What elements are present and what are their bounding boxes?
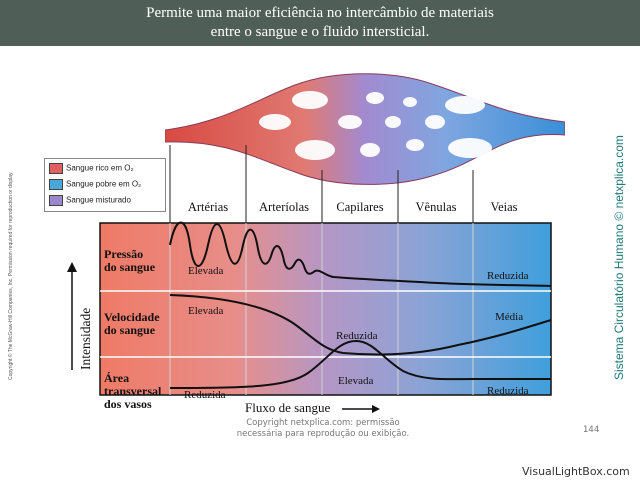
row-label-area: Área transversal dos vasos — [104, 372, 161, 411]
row-label-line: Pressão — [104, 247, 144, 261]
side-source-label: Sistema Circulatório Humano © netxplica.… — [612, 135, 626, 380]
row-label-pressure: Pressão do sangue — [104, 248, 155, 274]
legend-label: Sangue pobre em O₂ — [66, 179, 142, 189]
x-axis-arrow — [342, 405, 380, 413]
annotation-area-high: Elevada — [338, 375, 374, 387]
legend-swatch-blue — [49, 179, 63, 190]
copyright-line: Copyright netxplica.com: permissão — [246, 418, 400, 428]
annotation-area-low-left: Reduzida — [184, 389, 226, 401]
row-label-line: Área — [104, 371, 130, 385]
annotation-velocity-high: Elevada — [188, 305, 224, 317]
velocity-curve — [169, 294, 552, 356]
column-header-capilares: Capilares — [336, 200, 384, 214]
row-label-line: transversal — [104, 384, 162, 398]
copyright-notice-vertical: Copyright © The McGraw-Hill Companies, I… — [8, 171, 14, 380]
title-bar — [0, 0, 640, 46]
slide-title-line-1: Permite uma maior eficiência no intercâm… — [146, 5, 494, 21]
column-header-venulas: Vênulas — [415, 200, 457, 214]
legend-swatch-purple — [49, 195, 63, 206]
legend-item-oxygen-rich: Sangue rico em O₂ — [49, 163, 134, 176]
column-header-veias: Veias — [490, 200, 518, 214]
y-axis-label: Intensidade — [78, 307, 93, 370]
legend-item-mixed: Sangue misturado — [49, 195, 131, 208]
row-label-line: do sangue — [104, 323, 156, 337]
pressure-curve — [169, 221, 552, 287]
hemodynamics-panel — [99, 145, 552, 396]
copyright-line: necessária para reprodução ou exibição. — [236, 429, 410, 439]
row-label-line: dos vasos — [104, 397, 152, 411]
annotation-velocity-medium: Média — [495, 311, 524, 323]
annotation-pressure-low: Reduzida — [487, 270, 529, 282]
legend: Sangue rico em O₂ Sangue pobre em O₂ San… — [44, 158, 166, 212]
y-axis-arrow — [67, 262, 77, 370]
row-label-velocity: Velocidade do sangue — [104, 311, 160, 337]
area-curve — [169, 339, 551, 389]
slide-title-line-2: entre o sangue e o fluido intersticial. — [210, 24, 430, 40]
row-label-line: do sangue — [104, 260, 156, 274]
watermark: VisualLightBox.com — [522, 465, 630, 478]
annotation-velocity-low: Reduzida — [336, 330, 378, 342]
legend-item-oxygen-poor: Sangue pobre em O₂ — [49, 179, 141, 192]
legend-label: Sangue rico em O₂ — [66, 163, 134, 173]
annotation-pressure-high: Elevada — [188, 265, 224, 277]
row-label-line: Velocidade — [104, 310, 160, 324]
x-axis-label: Fluxo de sangue — [245, 400, 331, 415]
capillary-network-illustration — [165, 73, 565, 185]
panel-background — [99, 222, 552, 396]
column-header-arteriolas: Arteríolas — [259, 200, 309, 214]
legend-swatch-red — [49, 163, 63, 174]
legend-label: Sangue misturado — [66, 195, 131, 205]
copyright-notice-bottom: Copyright netxplica.com: permissão neces… — [228, 418, 418, 440]
page-number: 144 — [583, 425, 600, 435]
annotation-area-low-right: Reduzida — [487, 385, 529, 397]
column-header-arterias: Artérias — [187, 200, 229, 214]
